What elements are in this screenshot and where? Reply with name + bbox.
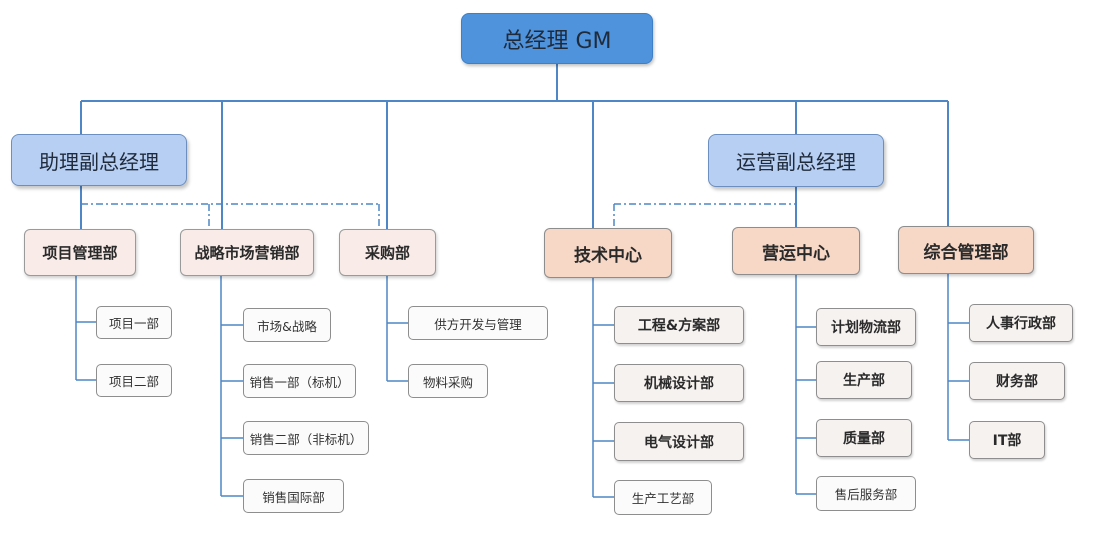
sub-electrical-design: 电气设计部 [614,422,744,461]
sub-after-sales: 售后服务部 [816,476,916,511]
sub-engineering: 工程&方案部 [614,306,744,344]
sub-sales-1: 销售一部（标机） [243,364,356,398]
sub-planning-logistics: 计划物流部 [816,308,916,346]
dept-tech-center: 技术中心 [544,228,672,278]
sub-sales-2: 销售二部（非标机） [243,421,369,455]
dept-project: 项目管理部 [24,229,136,276]
vp-left-box: 助理副总经理 [11,134,187,186]
sub-project-2: 项目二部 [96,364,172,397]
gm-box: 总经理 GM [461,13,653,64]
dept-purchase: 采购部 [339,229,436,276]
sub-material-purchase: 物料采购 [408,364,488,398]
sub-marketing-strategy: 市场&战略 [243,308,331,342]
dept-operation-center: 营运中心 [732,227,860,275]
sub-finance: 财务部 [969,362,1065,400]
sub-supplier-dev: 供方开发与管理 [408,306,548,340]
vp-right-box: 运营副总经理 [708,134,884,187]
sub-hr-admin: 人事行政部 [969,304,1073,342]
sub-mechanical-design: 机械设计部 [614,364,744,402]
dept-marketing: 战略市场营销部 [180,229,314,276]
sub-quality: 质量部 [816,419,912,457]
dept-admin: 综合管理部 [898,226,1034,274]
sub-it: IT部 [969,421,1045,459]
sub-production-process: 生产工艺部 [614,480,712,515]
sub-sales-intl: 销售国际部 [243,479,344,513]
sub-project-1: 项目一部 [96,306,172,339]
sub-production: 生产部 [816,361,912,399]
